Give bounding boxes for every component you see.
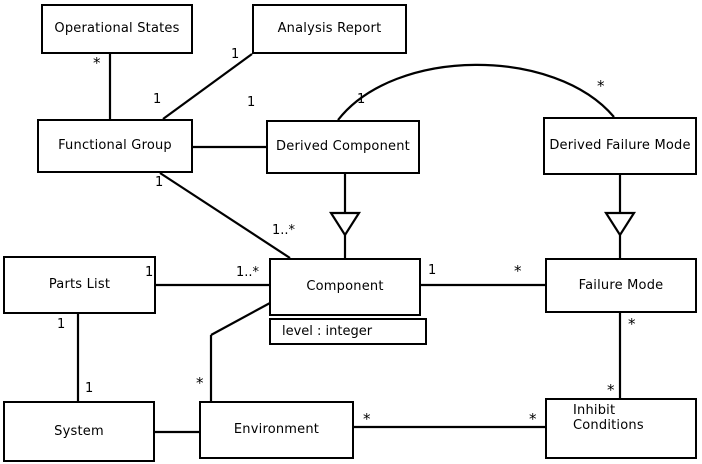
multiplicity-label-m-dc-curve: 1 — [357, 92, 366, 107]
multiplicity-label-m-fg-analysis: 1 — [153, 92, 162, 107]
multiplicity-label-m-fg-dc: 1 — [247, 95, 256, 110]
multiplicity-label-m-system-pl: 1 — [85, 381, 94, 396]
class-attribute-component-0: level : integer — [282, 324, 373, 339]
class-name-failure-mode: Failure Mode — [578, 277, 664, 293]
class-name-functional-group: Functional Group — [58, 138, 172, 154]
multiplicity-label-m-inhibit-env: * — [529, 410, 537, 428]
class-name-compartment-inhibit-conditions: Inhibit Conditions — [547, 400, 695, 457]
class-name-inhibit-conditions: Inhibit Conditions — [573, 403, 644, 434]
multiplicity-label-m-env-component: * — [196, 374, 204, 392]
class-name-compartment-parts-list: Parts List — [5, 258, 154, 312]
class-box-environment[interactable]: Environment — [199, 401, 354, 459]
class-name-compartment-derived-component: Derived Component — [268, 122, 418, 172]
multiplicity-label-m-analysis-report: 1 — [231, 47, 240, 62]
class-attribute-compartment-component[interactable]: level : integer — [269, 318, 427, 345]
association-derived-component-derived-failure-mode — [337, 63, 615, 121]
class-name-component: Component — [306, 279, 384, 295]
multiplicity-label-m-component-fm: 1 — [428, 263, 437, 278]
class-name-system: System — [54, 423, 104, 439]
multiplicity-label-m-fm-component: * — [514, 262, 522, 280]
class-name-compartment-analysis-report: Analysis Report — [254, 6, 405, 52]
class-name-parts-list: Parts List — [48, 277, 111, 293]
multiplicity-label-m-env-inhibit: * — [363, 410, 371, 428]
class-name-analysis-report: Analysis Report — [277, 21, 382, 37]
class-box-inhibit-conditions[interactable]: Inhibit Conditions — [545, 398, 697, 459]
association-functional-group-component — [159, 172, 291, 259]
multiplicity-label-m-pl-component-right: 1 — [145, 265, 154, 280]
class-name-compartment-component: Component — [271, 260, 419, 314]
association-environment-component-diagonal — [210, 302, 271, 336]
multiplicity-label-m-inhibit-fm: * — [607, 381, 615, 399]
multiplicity-label-m-component-fg: 1..* — [272, 223, 296, 238]
class-box-derived-failure-mode[interactable]: Derived Failure Mode — [543, 117, 697, 175]
class-box-failure-mode[interactable]: Failure Mode — [545, 258, 697, 313]
class-name-compartment-functional-group: Functional Group — [39, 121, 191, 171]
class-box-analysis-report[interactable]: Analysis Report — [252, 4, 407, 54]
class-box-derived-component[interactable]: Derived Component — [266, 120, 420, 174]
class-name-derived-component: Derived Component — [276, 139, 410, 155]
class-box-operational-states[interactable]: Operational States — [41, 4, 193, 54]
class-box-functional-group[interactable]: Functional Group — [37, 119, 193, 173]
class-name-compartment-derived-failure-mode: Derived Failure Mode — [545, 119, 695, 173]
multiplicity-label-m-fg-component: 1 — [155, 175, 164, 190]
class-name-compartment-operational-states: Operational States — [43, 6, 191, 52]
generalization-arrow-derived-failure-mode-failure-mode — [603, 211, 637, 238]
class-name-compartment-failure-mode: Failure Mode — [547, 260, 695, 311]
multiplicity-label-m-dfm-curve: * — [597, 77, 605, 95]
class-name-environment: Environment — [233, 422, 320, 438]
multiplicity-label-m-component-pl: 1..* — [236, 265, 260, 280]
association-functional-group-analysis-report — [162, 53, 253, 120]
class-box-system[interactable]: System — [3, 401, 155, 462]
multiplicity-label-m-pl-system: 1 — [57, 317, 66, 332]
class-box-component[interactable]: Component — [269, 258, 421, 316]
class-name-derived-failure-mode: Derived Failure Mode — [549, 138, 691, 154]
class-name-compartment-environment: Environment — [201, 403, 352, 457]
multiplicity-label-m-fm-inhibit: * — [628, 315, 636, 333]
generalization-arrow-derived-component-component — [328, 211, 362, 238]
class-name-compartment-system: System — [5, 403, 153, 460]
class-box-parts-list[interactable]: Parts List — [3, 256, 156, 314]
multiplicity-label-m-opstates-fg: * — [93, 54, 101, 72]
class-name-operational-states: Operational States — [54, 21, 180, 37]
